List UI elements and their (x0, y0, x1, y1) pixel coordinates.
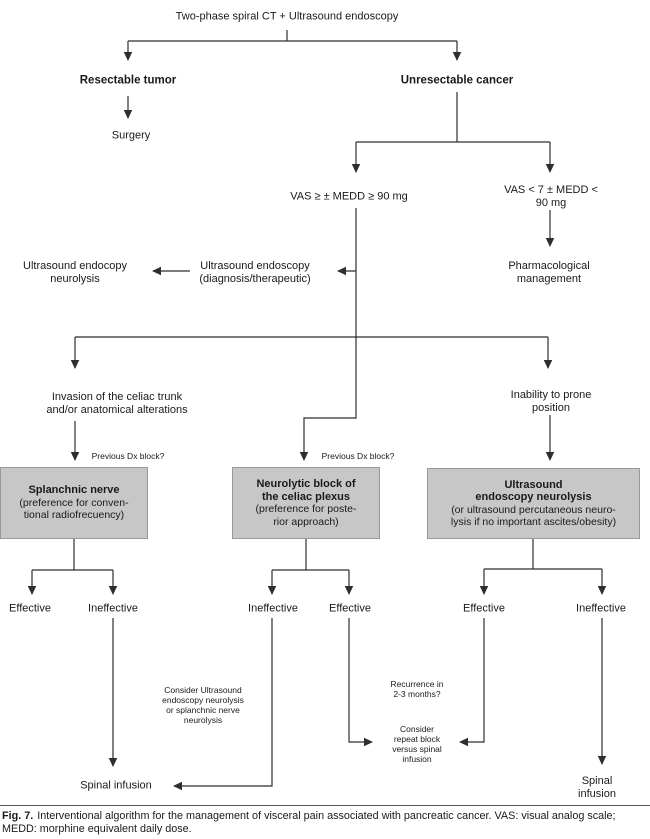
note-recurrence: Recurrence in 2-3 months? (390, 679, 444, 699)
connector-splanchnic-split (32, 539, 113, 571)
figure-caption-label: Fig. 7. (2, 810, 34, 822)
connector-ultrasound-split (484, 539, 602, 570)
note-consider-repeat-block: Consider repeat block versus spinal infu… (392, 724, 442, 764)
box-splanchnic-nerve: Splanchnic nerve (preference for conven-… (0, 467, 148, 539)
note-consider-ultrasound-neurolysis: Consider Ultrasound endoscopy neurolysis… (162, 685, 244, 725)
node-unresectable-cancer: Unresectable cancer (398, 74, 516, 88)
outcome-ineffective-mid: Ineffective (246, 602, 300, 616)
box-neurolytic-body: (preference for poste- rior approach) (255, 503, 357, 528)
outcome-ineffective-left: Ineffective (86, 602, 140, 616)
outcome-effective-mid: Effective (327, 602, 373, 616)
node-vas-low: VAS < 7 ± MEDD < 90 mg (501, 184, 601, 210)
node-spinal-infusion-left: Spinal infusion (78, 779, 154, 793)
node-spinal-infusion-right: Spinal infusion (570, 775, 624, 801)
box-neurolytic-title: Neurolytic block of the celiac plexus (256, 478, 356, 503)
arrow-effective-mid-to-repeat (348, 618, 373, 747)
box-ultrasound-endoscopy-neurolysis: Ultrasound endoscopy neurolysis (or ultr… (427, 468, 640, 539)
label-previous-dx-block-left: Previous Dx block? (91, 451, 165, 461)
arrow-effective-right-to-repeat (459, 618, 485, 747)
node-ultrasound-endocopy-neurolysis: Ultrasound endocopy neurolysis (21, 260, 129, 286)
box-ultrasound-title: Ultrasound endoscopy neurolysis (475, 478, 592, 504)
node-resectable-tumor: Resectable tumor (77, 74, 179, 88)
outcome-effective-left: Effective (7, 602, 53, 616)
figure-caption: Fig. 7.Interventional algorithm for the … (0, 805, 650, 836)
node-pharmacological-management: Pharmacological management (506, 260, 592, 286)
node-celiac-invasion: Invasion of the celiac trunk and/or anat… (44, 391, 190, 417)
outcome-ineffective-right: Ineffective (574, 602, 628, 616)
node-inability-prone: Inability to prone position (501, 389, 601, 415)
outcome-effective-right: Effective (461, 602, 507, 616)
connector-neurolytic-split (272, 539, 349, 571)
arrow-center-to-neurolytic-box (299, 337, 357, 461)
node-vas-high: VAS ≥ ± MEDD ≥ 90 mg (288, 190, 410, 204)
node-root: Two-phase spiral CT + Ultrasound endosco… (173, 10, 401, 24)
connector-unresectable-split (356, 92, 550, 143)
label-previous-dx-block-mid: Previous Dx block? (321, 451, 395, 461)
node-surgery: Surgery (109, 129, 153, 143)
box-neurolytic-celiac-plexus: Neurolytic block of the celiac plexus (p… (232, 467, 380, 539)
connector-root-stub (128, 30, 457, 42)
node-ultrasound-endoscopy-diagnostic: Ultrasound endoscopy (diagnosis/therapeu… (197, 260, 313, 286)
box-ultrasound-body: (or ultrasound percutaneous neuro- lysis… (450, 503, 617, 529)
figure-caption-text: Interventional algorithm for the managem… (2, 810, 616, 835)
box-splanchnic-title: Splanchnic nerve (28, 484, 120, 497)
box-splanchnic-body: (preference for conven- tional radiofrec… (19, 496, 129, 522)
